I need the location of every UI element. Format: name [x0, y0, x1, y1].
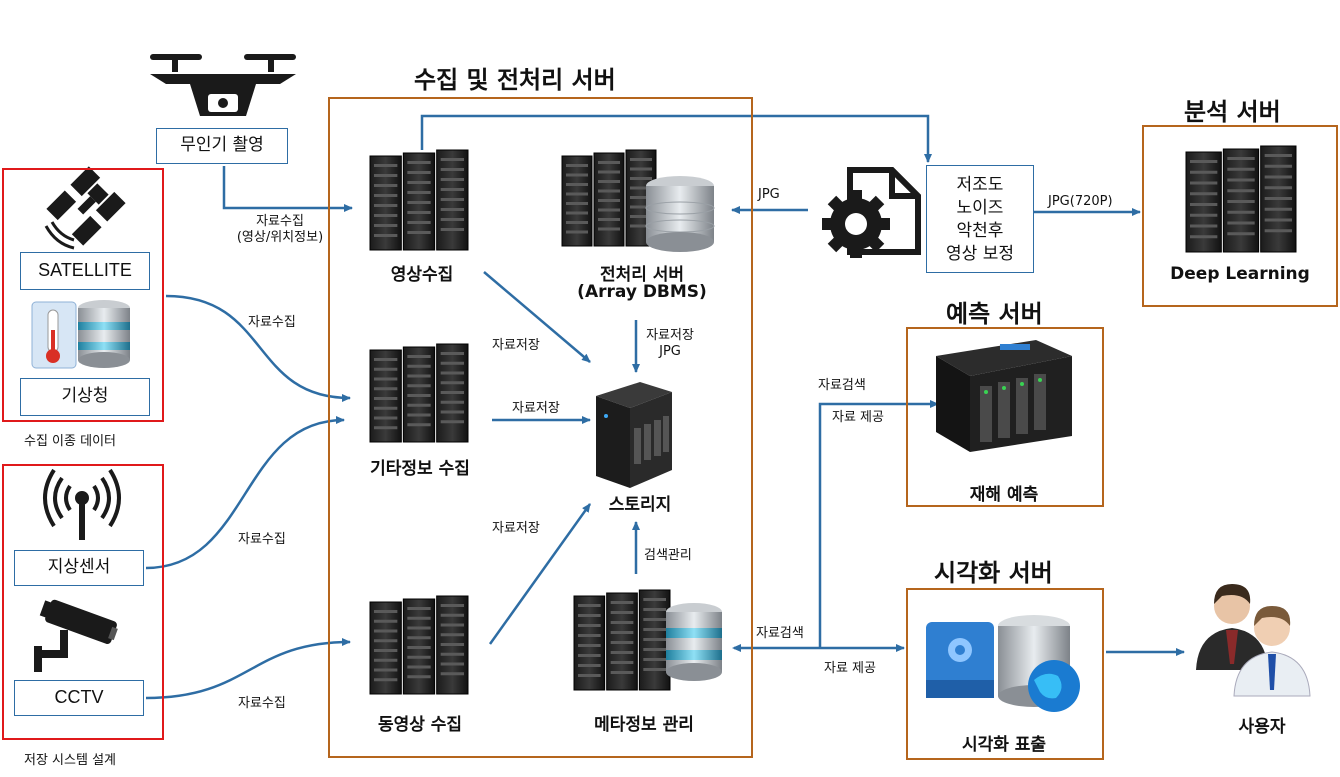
- edge-label-cctv-collect: 자료수집: [238, 696, 286, 711]
- drone-label: 무인기 촬영: [156, 128, 288, 164]
- deep-learning-label: Deep Learning: [1170, 264, 1310, 284]
- collect-server-title: 수집 및 전처리 서버: [414, 66, 616, 94]
- edge-label-provide-2: 자료 제공: [824, 661, 876, 676]
- etc-collect-label: 기타정보 수집: [370, 459, 470, 479]
- edge-drone-video: [222, 166, 353, 212]
- storage-label: 스토리지: [608, 495, 672, 515]
- preprocess-server-sublabel: (Array DBMS): [577, 282, 707, 302]
- weather-db-icon: [31, 300, 130, 369]
- movie-collect-server-icon: [369, 595, 469, 695]
- antenna-icon: [43, 468, 121, 540]
- visual-display-label: 시각화 표출: [961, 735, 1047, 755]
- analysis-server-box: [1142, 125, 1338, 307]
- edge-label-jpg720: JPG(720P): [1048, 194, 1113, 209]
- sensor-label: 지상센서: [14, 550, 144, 586]
- edge-label-provide-1: 자료 제공: [832, 410, 884, 425]
- visual-server-box: [906, 588, 1104, 760]
- correction-line-1: 저조도: [956, 175, 1004, 195]
- edge-cctv-movie: [145, 638, 351, 700]
- video-collect-server-icon: [369, 149, 469, 251]
- edge-label-sensor-collect: 자료수집: [238, 532, 286, 547]
- gear-document-icon: [822, 167, 921, 258]
- user-icon: [1196, 584, 1311, 697]
- predict-server-title: 예측 서버: [946, 300, 1043, 328]
- edge-label-sat-collect: 자료수집: [248, 315, 296, 330]
- cctv-label: CCTV: [14, 680, 144, 716]
- drone-icon: [150, 54, 296, 116]
- visual-drive-icon: [926, 622, 994, 698]
- video-collect-label: 영상수집: [390, 265, 454, 285]
- meta-server-icon: [573, 589, 671, 691]
- edge-label-drone-collect-1: 자료수집: [256, 214, 304, 229]
- disaster-predict-label: 재해 예측: [969, 485, 1039, 505]
- collect-server-box: [328, 97, 753, 758]
- meta-manage-label: 메타정보 관리: [594, 715, 694, 735]
- edge-meta-predict: [818, 400, 939, 648]
- edge-video-correction: [420, 114, 932, 163]
- edge-label-store-1: 자료저장: [492, 338, 540, 353]
- predict-server-box: [906, 327, 1104, 507]
- etc-collect-server-icon: [369, 343, 469, 443]
- correction-line-3: 악천후: [956, 221, 1004, 241]
- satellite-icon: [44, 166, 126, 250]
- cctv-icon: [34, 599, 118, 672]
- edge-label-store-3: 자료저장: [492, 521, 540, 536]
- correction-line-2: 노이즈: [956, 198, 1004, 218]
- edge-label-store-pre-1: 자료저장: [646, 328, 694, 343]
- edge-label-store-pre-2: JPG: [659, 344, 681, 359]
- preprocess-db-icon: [645, 176, 715, 252]
- meta-db-icon: [666, 603, 722, 681]
- movie-collect-label: 동영상 수집: [377, 715, 463, 735]
- correction-box: 저조도 노이즈 악천후 영상 보정: [926, 165, 1034, 273]
- preprocess-server-label: 전처리 서버: [599, 265, 685, 285]
- correction-line-4: 영상 보정: [946, 244, 1014, 264]
- edge-label-drone-collect: 자료수집 (영상/위치정보): [237, 214, 323, 246]
- edge-sensor-etc: [145, 416, 345, 570]
- prediction-nas-icon: [936, 340, 1072, 452]
- storage-design-caption: 저장 시스템 설계: [24, 753, 116, 768]
- edge-video-storage: [483, 271, 591, 363]
- weather-label: 기상청: [20, 378, 150, 416]
- preprocess-server-icon: [561, 149, 657, 247]
- edge-label-search-manage: 검색관리: [644, 548, 692, 563]
- satellite-label: SATELLITE: [20, 252, 150, 290]
- edge-label-search-2: 자료검색: [756, 626, 804, 641]
- edge-movie-storage: [488, 503, 592, 645]
- storage-design-group: [2, 464, 164, 740]
- edge-label-jpg: JPG: [758, 187, 780, 202]
- deep-learning-server-icon: [1185, 145, 1297, 253]
- user-label: 사용자: [1238, 717, 1286, 737]
- edge-weather-etc: [165, 294, 351, 402]
- edge-label-store-pre: 자료저장 JPG: [646, 328, 694, 360]
- heterogeneous-data-caption: 수집 이종 데이터: [24, 434, 116, 449]
- visual-globe-db-icon: [998, 615, 1080, 712]
- analysis-server-title: 분석 서버: [1184, 98, 1281, 126]
- edge-label-search-1: 자료검색: [818, 378, 866, 393]
- edge-label-drone-collect-2: (영상/위치정보): [236, 230, 324, 245]
- edge-label-store-2: 자료저장: [512, 401, 560, 416]
- visual-server-title: 시각화 서버: [934, 559, 1053, 587]
- storage-nas-icon: [596, 382, 672, 488]
- heterogeneous-data-group: [2, 168, 164, 422]
